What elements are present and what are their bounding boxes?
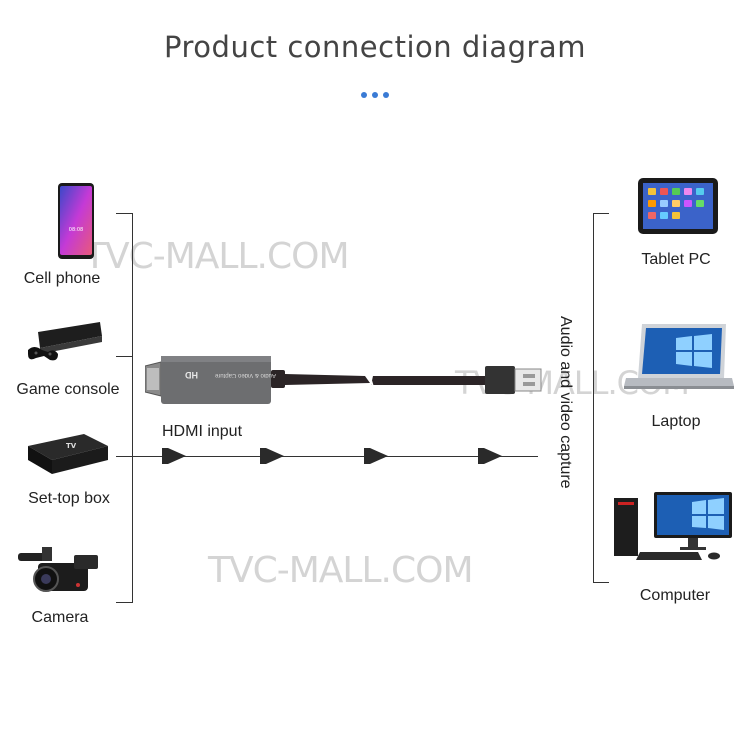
- capture-cable: [145, 356, 542, 404]
- right-bracket-line: [593, 213, 594, 583]
- capture-label: Audio and video capture: [552, 316, 574, 506]
- left-bracket-line: [132, 213, 133, 603]
- arrow-right-icon: [260, 448, 284, 464]
- capture-label-text: Audio and video capture: [557, 316, 574, 489]
- cell-phone-icon: 08:08: [58, 183, 94, 259]
- arrow-right-icon: [364, 448, 388, 464]
- device-logo: HD: [185, 370, 198, 380]
- right-bracket-tick: [593, 582, 609, 583]
- decorative-dot: [383, 92, 389, 98]
- arrow-right-icon: [162, 448, 186, 464]
- watermark: TVC-MALL.COM: [84, 236, 350, 277]
- hdmi-input-label: HDMI input: [162, 423, 243, 440]
- left-bracket-tick: [116, 356, 133, 357]
- right-bracket-tick: [593, 213, 609, 214]
- diagram-title: Product connection diagram: [164, 30, 586, 64]
- camera-icon: [18, 547, 98, 592]
- device-label-set-top-box: Set-top box: [28, 490, 110, 507]
- device-label-game-console: Game console: [16, 381, 120, 398]
- tablet-icon: [638, 178, 718, 234]
- signal-flow-line: [132, 456, 538, 457]
- arrow-right-icon: [478, 448, 502, 464]
- computer-icon: [614, 492, 732, 560]
- left-bracket-tick: [116, 602, 133, 603]
- decorative-dot: [372, 92, 378, 98]
- device-label-laptop: Laptop: [651, 413, 701, 430]
- device-label-cell-phone: Cell phone: [23, 270, 101, 287]
- watermark: TVC-MALL.COM: [208, 550, 474, 591]
- left-bracket-tick: [116, 456, 133, 457]
- left-bracket-tick: [116, 213, 133, 214]
- svg-text:08:08: 08:08: [69, 227, 83, 233]
- device-label-tablet-pc: Tablet PC: [641, 251, 711, 268]
- device-label-computer: Computer: [639, 587, 711, 604]
- device-text: Audio & Video Capture: [215, 372, 276, 378]
- svg-text:TV: TV: [66, 442, 77, 450]
- set-top-box-icon: TV: [28, 434, 108, 474]
- laptop-icon: [624, 324, 734, 389]
- device-label-camera: Camera: [31, 609, 89, 626]
- decorative-dot: [361, 92, 367, 98]
- game-console-icon: [28, 322, 102, 361]
